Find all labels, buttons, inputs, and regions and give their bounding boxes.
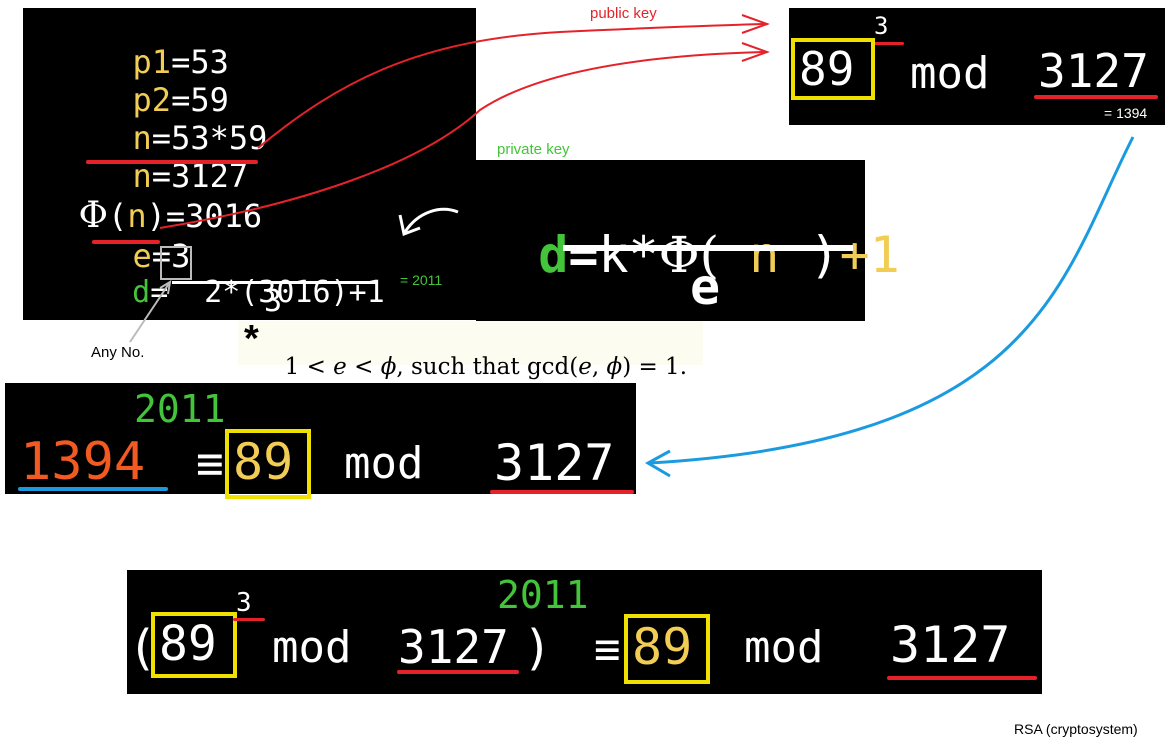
n-label: n [132, 157, 152, 195]
ver-modulus1: 3127 [398, 620, 509, 674]
ver-inner-exponent: 3 [236, 588, 252, 618]
condition-text: 1 < e < ϕ, such that gcd(e, ϕ) = 1. [270, 328, 687, 380]
phi-n: n [127, 197, 147, 235]
dec-mod: mod [344, 438, 424, 489]
enc-base-box [791, 38, 875, 100]
cond-phi1: ϕ [380, 354, 397, 380]
verification-panel [127, 570, 1042, 694]
formula-plus: + [839, 226, 870, 284]
ver-modulus2-underline [887, 676, 1037, 680]
ver-mod1: mod [272, 622, 352, 673]
ver-base-box [151, 612, 237, 678]
formula-eq: = [568, 226, 599, 284]
rsa-caption: RSA (cryptosystem) [1014, 721, 1138, 737]
enc-modulus: 3127 [1038, 44, 1149, 98]
decryption-panel [5, 383, 636, 494]
ver-mod2: mod [744, 622, 824, 673]
formula-one: 1 [869, 226, 900, 284]
condition-highlight [238, 321, 703, 365]
ver-close-paren: ) [523, 620, 552, 676]
dec-congruent: ≡ [196, 436, 224, 490]
dec-result: 89 [233, 433, 294, 491]
d-denominator: 3 [264, 284, 283, 319]
arrowhead-icon [741, 42, 770, 62]
ver-outer-exponent: 2011 [497, 573, 589, 617]
any-no-label: Any No. [91, 344, 145, 361]
phi-open: ( [108, 197, 128, 235]
dec-cipher: 1394 [20, 432, 146, 492]
cond-d: ) = 1. [622, 354, 687, 380]
ver-result-box [624, 614, 710, 684]
ver-congruent: ≡ [594, 624, 621, 675]
cond-comma: , [591, 354, 607, 380]
e-value: =3 [151, 237, 191, 275]
cond-e1: e [333, 354, 347, 380]
ver-modulus1-underline [397, 670, 519, 674]
enc-base: 89 [799, 42, 855, 96]
encryption-panel [789, 8, 1165, 125]
cond-e2: e [578, 354, 592, 380]
cond-a: 1 < [284, 354, 334, 380]
k-value: 2 [204, 275, 223, 310]
k-box [160, 246, 192, 280]
e-line: e=3 [94, 208, 191, 275]
enc-exponent: 3 [874, 12, 889, 40]
formula-fraction-bar [563, 245, 853, 251]
formula-close: ) [809, 226, 840, 284]
e-underline [92, 240, 160, 244]
dec-modulus-underline [490, 490, 634, 494]
dec-cipher-underline [18, 487, 168, 491]
phi-symbol: Φ [78, 195, 109, 236]
formula-denominator: e [690, 258, 721, 316]
enc-modulus-underline [1034, 95, 1158, 99]
arrowhead-icon [644, 449, 671, 478]
ver-modulus2: 3127 [890, 616, 1011, 674]
n-label: n [132, 119, 152, 157]
formula-n: n [719, 226, 810, 284]
e-label: e [132, 237, 152, 275]
dec-result-box [225, 429, 311, 499]
d-result-label: = 2011 [400, 272, 443, 288]
dec-exponent: 2011 [134, 387, 226, 431]
private-key-label: private key [497, 141, 570, 158]
enc-mod: mod [910, 48, 990, 99]
ver-inner-exponent-underline [233, 618, 265, 621]
d-label: d [132, 275, 151, 310]
public-key-label: public key [590, 5, 657, 22]
formula-k: k* [598, 226, 659, 284]
condition-star: * [244, 318, 259, 360]
ver-result: 89 [632, 618, 693, 676]
enc-exponent-underline [872, 42, 904, 45]
dec-modulus: 3127 [494, 434, 615, 492]
enc-result-label: = 1394 [1104, 105, 1148, 121]
cond-phi2: ϕ [606, 354, 623, 380]
cond-b: < [346, 354, 381, 380]
n-underline [86, 160, 258, 164]
private-key-formula: d=k*Φ( n )+1 [478, 180, 900, 280]
formula-d: d [538, 226, 569, 284]
d-fraction-bar [172, 281, 376, 284]
ver-base: 89 [159, 616, 217, 672]
arrowhead-icon [741, 14, 770, 34]
cond-c: , such that gcd( [396, 354, 579, 380]
